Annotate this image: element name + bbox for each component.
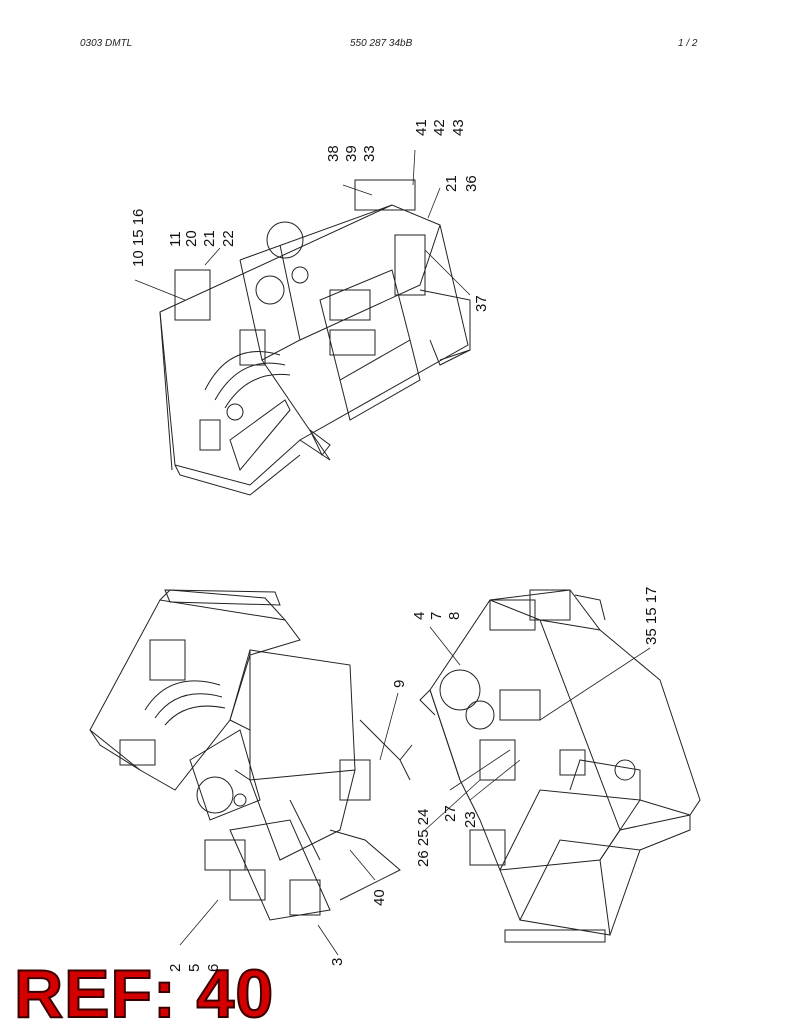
callout-7: 7 (428, 612, 445, 620)
callout-21-right: 21 (443, 175, 460, 192)
bottom-left-assembly (89, 589, 413, 921)
callout-21: 21 (201, 230, 218, 247)
callout-2: 2 (167, 964, 184, 972)
callout-20: 20 (183, 230, 200, 247)
callout-23: 23 (462, 811, 479, 828)
callout-37: 37 (473, 295, 490, 312)
callout-9: 9 (391, 680, 408, 688)
callout-5: 5 (186, 964, 203, 972)
header-part-number: 550 287 34bB (350, 38, 413, 49)
callout-33: 33 (361, 145, 378, 162)
ref-label: REF: 40 (13, 956, 275, 1032)
callout-8: 8 (446, 612, 463, 620)
callout-43: 43 (450, 119, 467, 136)
callout-10-15-16: 10 15 16 (130, 209, 147, 267)
callout-4: 4 (411, 612, 428, 620)
callout-26-25-24: 26 25 24 (415, 809, 432, 867)
callout-6: 6 (205, 964, 222, 972)
callout-35-15-17: 35 15 17 (643, 587, 660, 645)
header-doc-code: 0303 DMTL (80, 38, 133, 49)
callout-22: 22 (220, 230, 237, 247)
callout-41: 41 (413, 119, 430, 136)
header-page-number: 1 / 2 (678, 38, 698, 49)
callout-3: 3 (329, 958, 346, 966)
callout-36: 36 (463, 175, 480, 192)
callout-40: 40 (371, 889, 388, 906)
callout-42: 42 (431, 119, 448, 136)
callout-39: 39 (343, 145, 360, 162)
bottom-right-assembly (419, 589, 701, 943)
callout-11: 11 (167, 231, 184, 247)
callout-27: 27 (442, 805, 459, 822)
top-assembly (159, 179, 471, 496)
callout-38: 38 (325, 145, 342, 162)
